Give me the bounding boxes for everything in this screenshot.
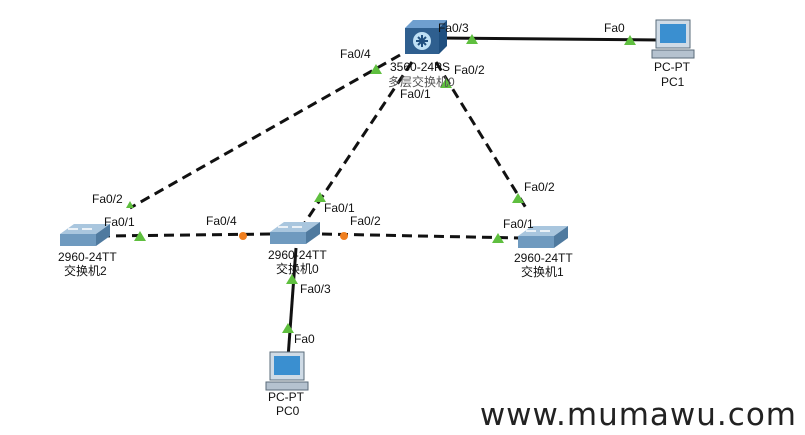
status-blocked-icon (239, 232, 247, 240)
status-up-icon (282, 323, 294, 333)
pc0-name-label: PC0 (276, 404, 300, 418)
watermark: www.mumawu.com (479, 397, 797, 433)
pc1-name-label: PC1 (661, 75, 685, 89)
pc0-model-label: PC-PT (268, 390, 304, 404)
port-label: Fa0/3 (438, 21, 469, 35)
port-label: Fa0/4 (206, 214, 237, 228)
status-up-icon (286, 274, 298, 284)
link-sw2-sw0[interactable] (99, 232, 273, 238)
sw0-model-label: 2960-24TT (268, 248, 327, 262)
port-label: Fa0/3 (300, 282, 331, 296)
status-up-icon (126, 201, 134, 208)
sw0-name-label: 交换机0 (276, 262, 319, 276)
switch-icon[interactable] (270, 222, 320, 244)
links (99, 36, 661, 359)
status-up-icon (370, 64, 382, 74)
ms0-name-label: 多层交换机0 (388, 75, 455, 89)
pc1-model-label: PC-PT (654, 60, 690, 74)
link-sw0-sw1[interactable] (321, 232, 521, 240)
status-up-icon (466, 34, 478, 44)
status-up-icon (134, 231, 146, 241)
sw1-model-label: 2960-24TT (514, 251, 573, 265)
sw1-name-label: 交换机1 (521, 265, 564, 279)
port-label: Fa0/2 (92, 192, 123, 206)
switch-icon[interactable] (518, 226, 568, 248)
link-ms0-sw2[interactable] (129, 53, 401, 210)
port-label: Fa0/1 (104, 215, 135, 229)
status-up-icon (624, 35, 636, 45)
status-up-icon (440, 78, 452, 88)
link-ms0-pc1[interactable] (439, 36, 661, 42)
port-label: Fa0/4 (340, 47, 371, 61)
port-label: Fa0/1 (324, 201, 355, 215)
port-label: Fa0/2 (454, 63, 485, 77)
sw2-name-label: 交换机2 (64, 264, 107, 278)
status-blocked-icon (340, 232, 348, 240)
status-up-icon (492, 233, 504, 243)
sw2-model-label: 2960-24TT (58, 250, 117, 264)
port-label: Fa0 (604, 21, 625, 35)
pc-icon[interactable] (265, 351, 309, 391)
pc-icon[interactable] (651, 19, 695, 59)
port-label: Fa0/1 (400, 87, 431, 101)
status-up-icon (512, 193, 524, 203)
multilayer-switch-icon[interactable] (405, 20, 447, 54)
link-ms0-sw1[interactable] (434, 61, 528, 209)
link-sw0-pc0[interactable] (286, 247, 298, 359)
port-label: Fa0 (294, 332, 315, 346)
port-label: Fa0/2 (350, 214, 381, 228)
ms0-model-label: 3560-24PS (390, 60, 451, 74)
port-label: Fa0/1 (503, 217, 534, 231)
status-up-icon (314, 192, 326, 202)
link-status-markers (126, 34, 636, 333)
switch-icon[interactable] (60, 224, 110, 246)
port-label: Fa0/2 (524, 180, 555, 194)
